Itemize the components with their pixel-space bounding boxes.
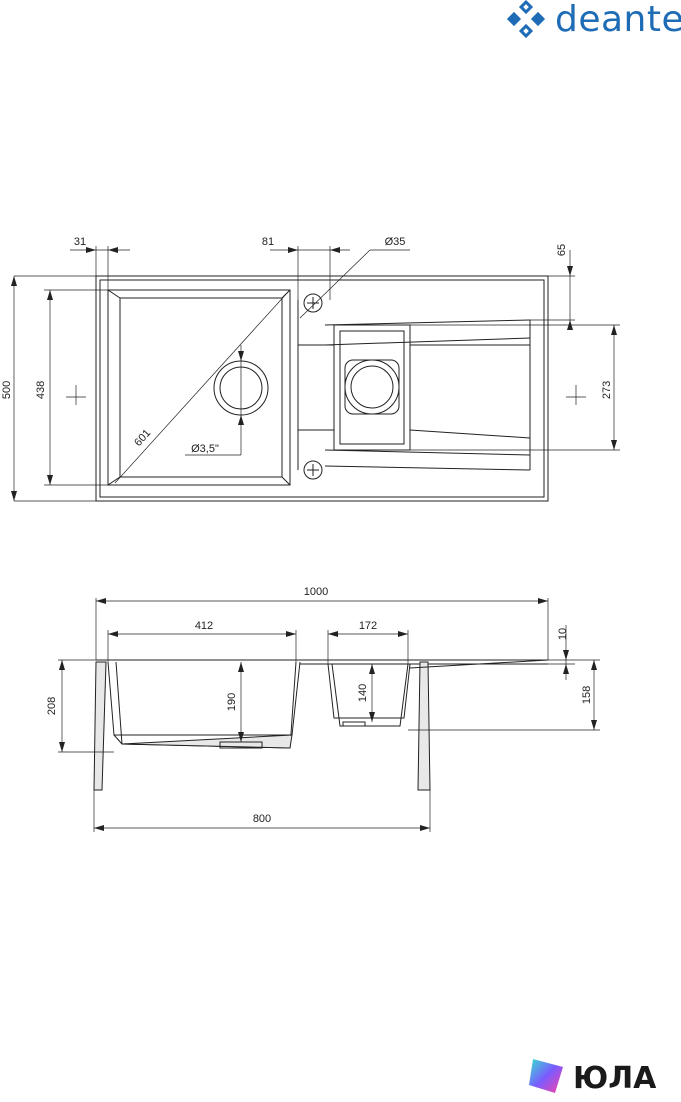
bowl-depth-label: 438	[35, 381, 47, 399]
hole-offset-label: 81	[262, 236, 274, 248]
depth-label: 500	[1, 381, 13, 399]
lip-label: 10	[557, 628, 569, 640]
side-dimension-lines	[58, 598, 600, 832]
brand-name: deante	[555, 0, 681, 40]
main-bowl	[107, 289, 291, 486]
small-bowl-width-label: 172	[359, 620, 377, 632]
top-view-outline	[95, 275, 549, 502]
deante-logo-icon	[506, 0, 546, 39]
drainer-board	[297, 300, 531, 471]
right-height-label: 158	[581, 686, 593, 704]
total-width-label: 1000	[304, 586, 328, 598]
watermark-logo: ЮЛА	[525, 1055, 681, 1100]
bowl-width-label: 412	[195, 620, 213, 632]
diagonal-label: 601	[132, 427, 153, 449]
yula-logo-icon	[529, 1059, 563, 1093]
bowl-height-label: 190	[226, 693, 238, 711]
height-label: 208	[46, 697, 58, 715]
tap-holes	[303, 293, 323, 480]
drain-label: Ø3,5"	[191, 443, 219, 455]
small-bowl-height-label: 140	[357, 684, 369, 702]
brand-logo: deante	[505, 0, 681, 40]
top-dimension-lines	[13, 246, 620, 502]
tap-hole-label: Ø35	[385, 236, 406, 248]
small-drain	[344, 359, 400, 415]
small-bowl-depth-label: 273	[601, 381, 613, 399]
rim-label: 31	[74, 236, 86, 248]
side-arrowheads	[59, 598, 597, 831]
watermark-name: ЮЛА	[573, 1061, 657, 1096]
arrowheads	[11, 247, 617, 501]
side-view-profile	[93, 659, 549, 791]
corner-label: 65	[556, 244, 568, 256]
cabinet-width-label: 800	[253, 813, 271, 825]
